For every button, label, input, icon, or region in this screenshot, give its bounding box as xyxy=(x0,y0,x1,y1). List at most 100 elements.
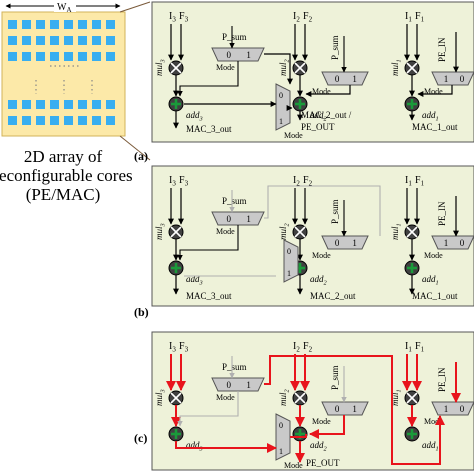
adder-3 xyxy=(168,96,184,112)
mux-body xyxy=(211,211,265,226)
mul-cross-b xyxy=(406,392,418,404)
mode-label-vmux: Mode xyxy=(284,131,303,140)
mul-label: mul1 xyxy=(390,59,402,76)
mul-cross-b xyxy=(406,226,418,238)
mux-body xyxy=(431,401,474,416)
core-cell xyxy=(8,52,17,61)
input-label-i: I2 xyxy=(293,341,300,354)
vmux-in-label-a: 0 xyxy=(279,91,283,100)
pe-in-label: PE_IN xyxy=(437,367,447,392)
vmux-in-label-a: 0 xyxy=(279,421,283,430)
mux-vertical: 01 xyxy=(275,413,291,461)
mux-in-label-a: 1 xyxy=(444,404,449,414)
mux-body xyxy=(211,377,265,392)
mode-label-left: Mode xyxy=(216,63,235,72)
core-cell xyxy=(22,20,31,29)
mux-in-label-a: 0 xyxy=(227,380,232,390)
core-cell xyxy=(36,100,45,109)
input-label-f: F1 xyxy=(415,175,425,188)
core-cell xyxy=(78,20,87,29)
core-cell xyxy=(92,52,101,61)
add-label: add1 xyxy=(422,440,439,452)
add-label: add1 xyxy=(422,274,439,286)
mul-label: mul3 xyxy=(154,223,166,240)
array-background xyxy=(1,11,126,137)
psum-label-mid: P_sum xyxy=(330,365,340,390)
core-cell xyxy=(64,116,73,125)
output-label-mac3: MAC_3_out xyxy=(186,291,232,301)
mul-cross-b xyxy=(170,62,182,74)
mux-in-label-b: 1 xyxy=(352,74,357,84)
mux-body xyxy=(431,235,474,250)
mode-label-mid: Mode xyxy=(312,251,331,260)
mul-cross-b xyxy=(294,226,306,238)
output-label-mac1: MAC_1_out xyxy=(412,122,458,132)
core-cell xyxy=(64,100,73,109)
add-label: add2 xyxy=(310,440,328,452)
mux-in-label-b: 1 xyxy=(352,404,357,414)
input-label-f: F2 xyxy=(303,11,313,24)
pe-in-label: PE_IN xyxy=(437,201,447,226)
chain-mid xyxy=(305,85,351,97)
input-label-f: F1 xyxy=(415,11,425,24)
mux-body xyxy=(431,71,474,86)
core-cell xyxy=(8,36,17,45)
core-cell xyxy=(78,36,87,45)
core-cell xyxy=(22,36,31,45)
input-label-f: F3 xyxy=(179,341,189,354)
adder-3 xyxy=(168,260,184,276)
mux-left-out xyxy=(177,225,239,261)
mux-in-label-b: 0 xyxy=(460,74,465,84)
mul-label: mul1 xyxy=(390,389,402,406)
multiplier-3 xyxy=(168,60,184,76)
array-ellipsis xyxy=(35,65,93,94)
psum-label-left: P_sum xyxy=(222,362,247,372)
add-label: add3 xyxy=(186,274,203,286)
mux-left-out xyxy=(177,61,239,97)
mul-label: mul2 xyxy=(278,223,290,241)
adder-1 xyxy=(404,260,420,276)
multiplier-2 xyxy=(292,390,308,406)
output-label-mac2: MAC_2_out / xyxy=(301,110,352,120)
mux-body xyxy=(211,47,265,62)
active-chain-pe xyxy=(264,355,445,465)
mux-in-label-a: 1 xyxy=(444,74,449,84)
core-cell xyxy=(92,116,101,125)
core-cell xyxy=(50,36,59,45)
active-mid xyxy=(309,415,345,439)
core-cell xyxy=(64,20,73,29)
mul-label: mul2 xyxy=(278,389,290,407)
output-label-peout: PE_OUT xyxy=(306,458,340,468)
add-label: add3 xyxy=(186,110,203,122)
mux-in-label-a: 1 xyxy=(444,238,449,248)
zoom-line-bottom xyxy=(119,135,151,161)
output-label-mac1: MAC_1_out xyxy=(412,291,458,301)
core-cell xyxy=(106,52,115,61)
core-cell xyxy=(106,36,115,45)
mode-label-left: Mode xyxy=(216,227,235,236)
core-cell xyxy=(22,100,31,109)
chain-right xyxy=(417,85,453,97)
input-label-i: I1 xyxy=(405,175,412,188)
array-caption-line-3: (PE/MAC) xyxy=(26,185,101,204)
input-label-f: F3 xyxy=(179,11,189,24)
mux-vertical: 01 xyxy=(283,239,299,283)
width-label-bg xyxy=(54,0,76,12)
mode-label-right: Mode xyxy=(424,87,443,96)
mul-label: mul3 xyxy=(154,59,166,76)
input-label-f: F2 xyxy=(303,341,313,354)
adder-1 xyxy=(404,96,420,112)
vmux-body xyxy=(283,239,299,283)
multiplier-2 xyxy=(292,60,308,76)
panel-background xyxy=(151,1,474,143)
core-cell xyxy=(50,52,59,61)
core-cell xyxy=(36,116,45,125)
mux-in-label-b: 1 xyxy=(246,380,251,390)
